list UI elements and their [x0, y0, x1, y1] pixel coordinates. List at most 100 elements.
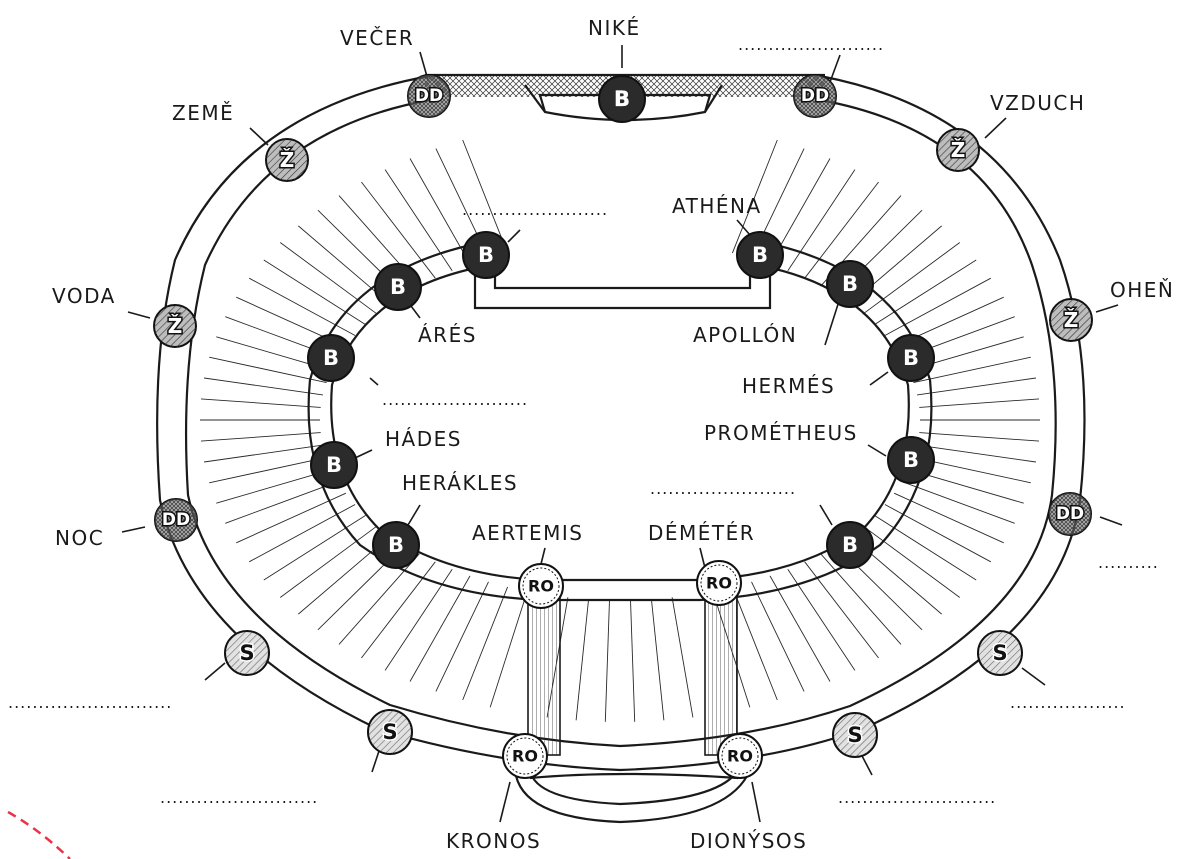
seat-row-line — [409, 158, 471, 265]
seat-row-line — [575, 598, 590, 721]
seat-row-line — [731, 586, 778, 701]
svg-text:DD: DD — [415, 86, 443, 106]
seat-row-line — [893, 492, 1004, 544]
seat-row-line — [804, 181, 879, 279]
marker-z-zeme: Ž — [265, 138, 309, 182]
marker-dd-right: DD — [1048, 492, 1092, 536]
blank-inner-mid-left: ........................ — [382, 390, 528, 409]
label-demeter: DÉMÉTÉR — [648, 521, 755, 545]
inner-stage — [473, 248, 772, 310]
label-dionysos: DIONÝSOS — [690, 829, 807, 853]
blank-inner-top-left: ........................ — [462, 200, 608, 219]
red-dashed-arc — [7, 810, 71, 859]
svg-text:Ž: Ž — [280, 148, 295, 172]
marker-b-apollon: B — [826, 260, 874, 308]
blank-right-mid: .......... — [1098, 553, 1159, 572]
marker-b-nike: B — [598, 75, 646, 123]
marker-s-bottom-left: S — [367, 709, 413, 755]
label-vzduch: VZDUCH — [990, 91, 1085, 115]
label-ares: ÁRÉS — [418, 323, 477, 347]
marker-s-right: S — [977, 630, 1023, 676]
svg-text:B: B — [842, 272, 858, 296]
svg-text:B: B — [326, 453, 342, 477]
seat-row-line — [263, 259, 366, 325]
label-voda: VODA — [52, 284, 116, 308]
marker-s-bottom-right: S — [832, 712, 878, 758]
marker-s-left: S — [224, 630, 270, 676]
svg-text:RO: RO — [706, 574, 732, 593]
marker-z-vzduch: Ž — [936, 128, 980, 172]
seat-row-line — [917, 377, 1036, 396]
seat-row-line — [204, 377, 323, 396]
blank-top-right: ........................ — [738, 35, 884, 54]
seat-row-line — [769, 575, 831, 682]
marker-b-right-low: B — [826, 521, 874, 569]
marker-b-left-mid: B — [307, 334, 355, 382]
seat-row-line — [225, 481, 339, 524]
label-aertemis: AERTEMIS — [472, 521, 583, 545]
label-athena: ATHÉNA — [672, 194, 762, 218]
label-vecer: VEČER — [340, 26, 414, 50]
svg-text:B: B — [388, 533, 404, 557]
seat-row-line — [489, 591, 528, 708]
seat-row-line — [604, 599, 610, 722]
svg-text:B: B — [614, 87, 630, 111]
label-hades: HÁDES — [385, 427, 462, 451]
leader-lines — [121, 45, 1123, 823]
marker-ro-aertemis: RO — [518, 563, 564, 609]
svg-text:Ž: Ž — [1064, 308, 1079, 332]
svg-text:B: B — [903, 346, 919, 370]
svg-text:DD: DD — [801, 86, 829, 106]
svg-text:B: B — [842, 533, 858, 557]
seat-row-line — [462, 586, 509, 701]
passages — [513, 594, 752, 824]
seat-row-line — [200, 398, 321, 408]
svg-text:RO: RO — [512, 747, 538, 766]
label-ohen: OHEŇ — [1110, 278, 1174, 302]
marker-dd-top-right: DD — [793, 74, 837, 118]
svg-text:B: B — [478, 243, 494, 267]
svg-text:B: B — [323, 346, 339, 370]
seat-row-line — [913, 356, 1031, 384]
svg-text:S: S — [992, 641, 1007, 665]
seat-row-line — [204, 444, 323, 463]
marker-b-herakles: B — [372, 521, 420, 569]
seat-row-line — [209, 356, 327, 384]
seat-row-line — [751, 581, 805, 692]
label-apollon: APOLLÓN — [693, 323, 797, 347]
label-noc: NOC — [55, 526, 104, 550]
seat-row-line — [650, 598, 665, 721]
seat-row-line — [787, 169, 856, 272]
seat-row-line — [884, 277, 992, 336]
marker-b-hermes: B — [887, 334, 935, 382]
inner-ring — [307, 240, 933, 602]
seat-row-line — [862, 525, 961, 598]
seat-row-line — [361, 181, 436, 279]
label-hermes: HERMÉS — [742, 374, 835, 398]
seat-row-line — [820, 553, 902, 645]
label-kronos: KRONOS — [446, 829, 541, 853]
svg-text:S: S — [239, 641, 254, 665]
seat-row-line — [279, 242, 378, 315]
seat-row-line — [731, 139, 778, 254]
marker-dd-vecer: DD — [407, 74, 451, 118]
seat-row-line — [338, 553, 420, 645]
svg-text:DD: DD — [1056, 504, 1084, 524]
marker-b-hades: B — [310, 441, 358, 489]
seat-row-line — [874, 259, 977, 325]
marker-dd-noc: DD — [154, 498, 198, 542]
marker-b-ares: B — [374, 263, 422, 311]
label-zeme: ZEMĚ — [172, 101, 234, 125]
marker-ro-kronos: RO — [502, 733, 548, 779]
label-prometheus: PROMÉTHEUS — [704, 421, 858, 445]
seat-row-line — [919, 432, 1040, 442]
seat-row-line — [279, 525, 378, 598]
seat-row-line — [409, 575, 471, 682]
seat-row-line — [384, 169, 453, 272]
marker-b-athena: B — [736, 231, 784, 279]
blank-inner-mid-right: ........................ — [650, 479, 796, 498]
seat-row-line — [671, 597, 694, 718]
marker-b-inner-left: B — [462, 231, 510, 279]
marker-z-voda: Ž — [153, 304, 197, 348]
